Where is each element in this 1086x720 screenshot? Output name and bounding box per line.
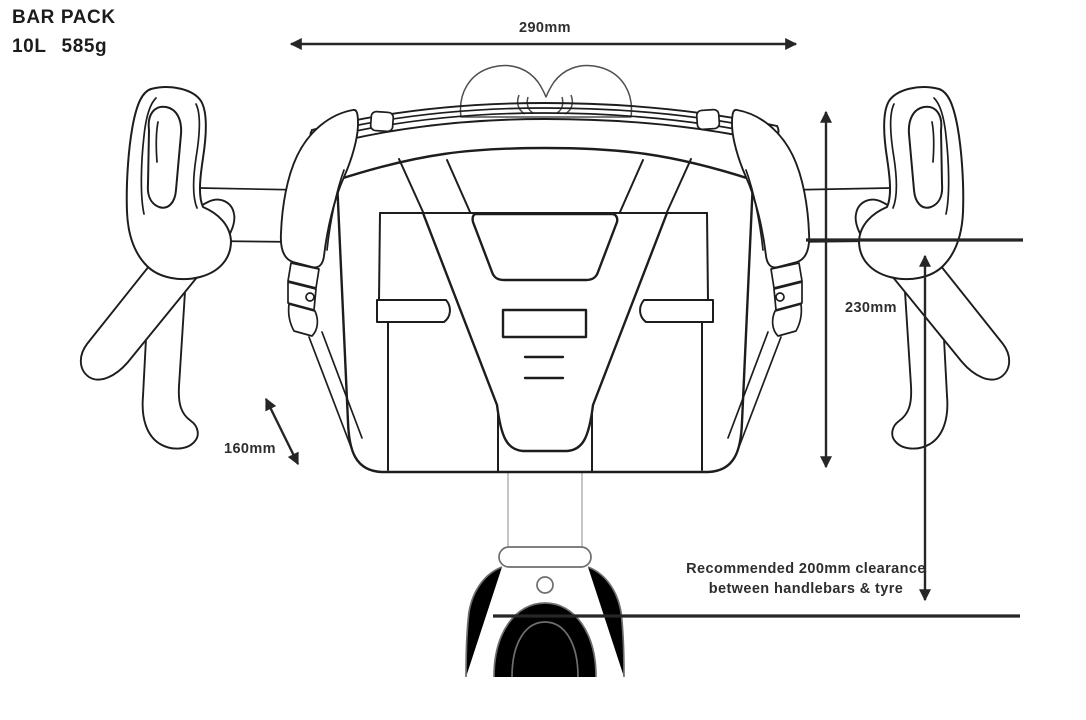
roll-clip bbox=[369, 110, 395, 133]
depth-dimension-label: 160mm bbox=[224, 441, 276, 457]
crown-race-collar bbox=[498, 546, 592, 568]
fork-arch-inner bbox=[511, 621, 579, 678]
height-dimension-label: 230mm bbox=[845, 300, 897, 316]
roll-clip bbox=[695, 108, 721, 131]
front-panel-edge bbox=[706, 212, 709, 301]
fork-bolt-hole bbox=[536, 576, 554, 594]
right-brake-lever bbox=[854, 86, 1011, 450]
v-strap-upper bbox=[398, 158, 692, 213]
head-tube bbox=[507, 473, 583, 547]
left-brake-lever bbox=[79, 86, 236, 450]
weight-value: 585g bbox=[61, 36, 108, 57]
fork-leg bbox=[465, 566, 503, 678]
bicycle-artwork bbox=[79, 64, 1011, 678]
title-block: BAR PACK 10L 585g bbox=[12, 7, 116, 58]
daisy-chain-slots bbox=[523, 355, 565, 380]
front-flap-right bbox=[639, 299, 714, 323]
clearance-note-line1: Recommended 200mm clearance bbox=[686, 561, 926, 577]
product-specs: 10L 585g bbox=[12, 36, 116, 58]
dimension-annotations: 290mm 230mm 160mm Recommended 200mm clea… bbox=[224, 20, 1023, 618]
fork-leg bbox=[587, 566, 625, 678]
fork-and-headtube bbox=[465, 473, 625, 678]
width-dimension-label: 290mm bbox=[519, 20, 571, 36]
brand-label-patch bbox=[501, 308, 588, 339]
product-title: BAR PACK bbox=[12, 7, 116, 28]
v-strap-window bbox=[471, 212, 619, 282]
clearance-note-line2: between handlebars & tyre bbox=[709, 581, 904, 597]
front-panel-edge bbox=[378, 212, 381, 301]
depth-arrow bbox=[264, 397, 300, 466]
front-flap-left bbox=[376, 299, 451, 323]
bar-pack-bag bbox=[335, 146, 755, 474]
capacity-value: 10L bbox=[12, 36, 47, 57]
center-channel bbox=[497, 410, 593, 472]
v-strap-outline bbox=[421, 211, 669, 453]
